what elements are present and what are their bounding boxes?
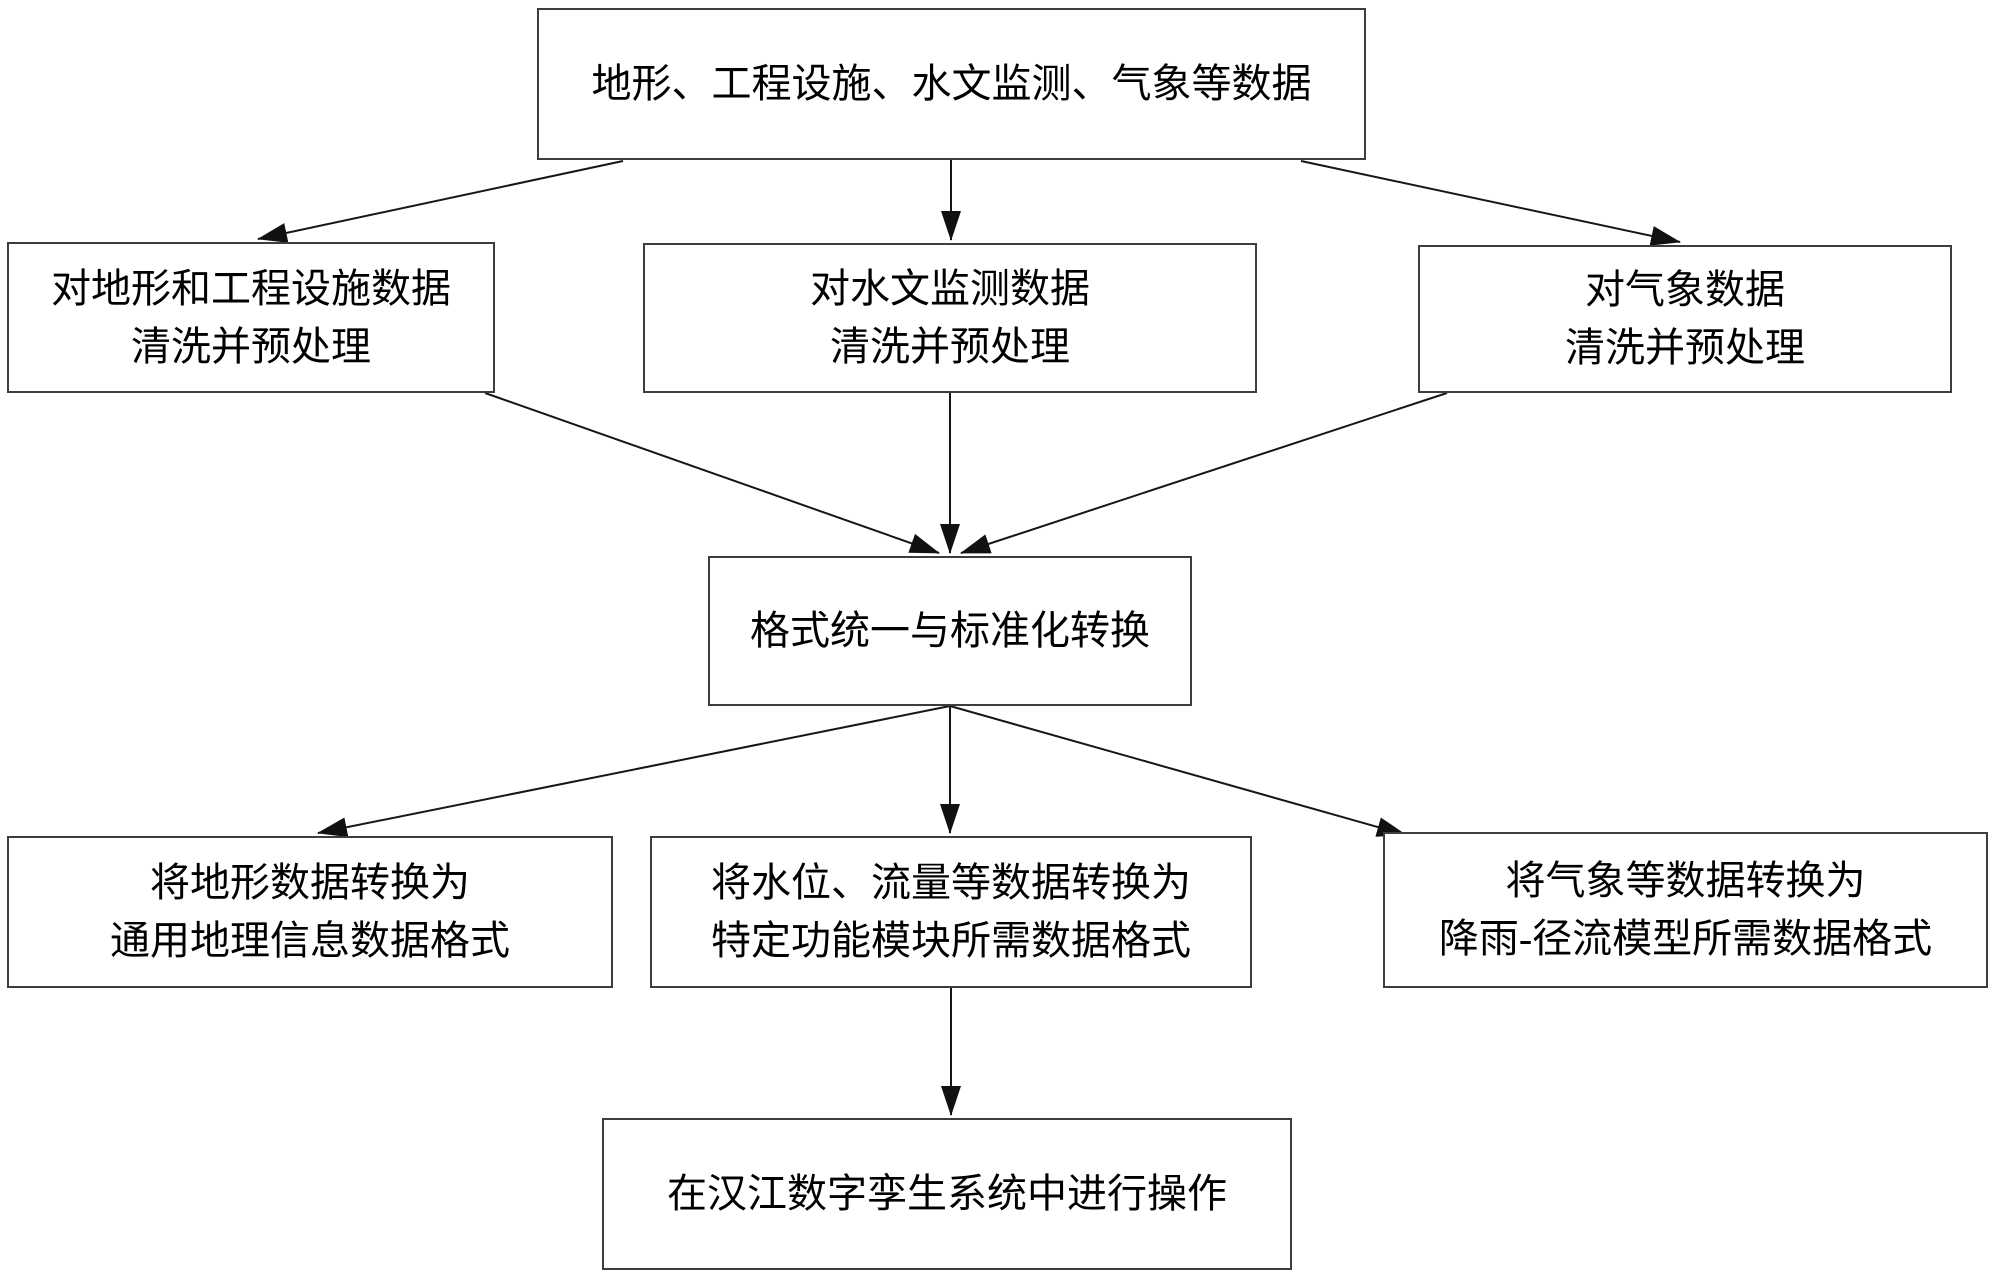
box-convert-hydro: 将水位、流量等数据转换为 特定功能模块所需数据格式 [650,836,1252,988]
arrow-source-to-clean-terrain [257,160,624,243]
arrow-clean-terrain-to-format [484,392,940,554]
box-convert-weather-line2: 降雨-径流模型所需数据格式 [1438,916,1933,961]
box-convert-terrain: 将地形数据转换为 通用地理信息数据格式 [7,836,613,988]
box-convert-weather-line1: 将气象等数据转换为 [1505,858,1866,903]
box-operate-system-label: 在汉江数字孪生系统中进行操作 [667,1171,1227,1216]
box-clean-hydro: 对水文监测数据 清洗并预处理 [643,243,1257,393]
box-source-data: 地形、工程设施、水文监测、气象等数据 [537,8,1366,160]
arrow-format-to-conv-weather [949,705,1407,837]
box-clean-hydro-line1: 对水文监测数据 [810,266,1090,311]
box-source-data-label: 地形、工程设施、水文监测、气象等数据 [591,61,1312,106]
box-clean-hydro-line2: 清洗并预处理 [830,324,1070,369]
box-clean-terrain-line2: 清洗并预处理 [131,323,371,369]
box-format-unify-label: 格式统一与标准化转换 [750,608,1150,653]
box-clean-weather: 对气象数据 清洗并预处理 [1418,245,1952,393]
box-clean-terrain: 对地形和工程设施数据 清洗并预处理 [7,242,495,393]
box-operate-system: 在汉江数字孪生系统中进行操作 [602,1118,1292,1270]
arrow-source-to-clean-weather [1300,160,1681,246]
box-convert-terrain-line1: 将地形数据转换为 [150,860,470,905]
box-format-unify: 格式统一与标准化转换 [708,556,1192,706]
box-clean-weather-line1: 对气象数据 [1585,267,1785,312]
box-convert-hydro-line2: 特定功能模块所需数据格式 [711,918,1191,963]
box-convert-terrain-line2: 通用地理信息数据格式 [110,918,510,963]
box-convert-hydro-line1: 将水位、流量等数据转换为 [711,860,1191,905]
arrow-format-to-conv-terrain [317,705,951,838]
arrow-clean-weather-to-format [960,392,1448,554]
box-clean-terrain-line1: 对地形和工程设施数据 [51,265,451,311]
box-clean-weather-line2: 清洗并预处理 [1565,325,1805,370]
box-convert-weather: 将气象等数据转换为 降雨-径流模型所需数据格式 [1383,832,1988,988]
